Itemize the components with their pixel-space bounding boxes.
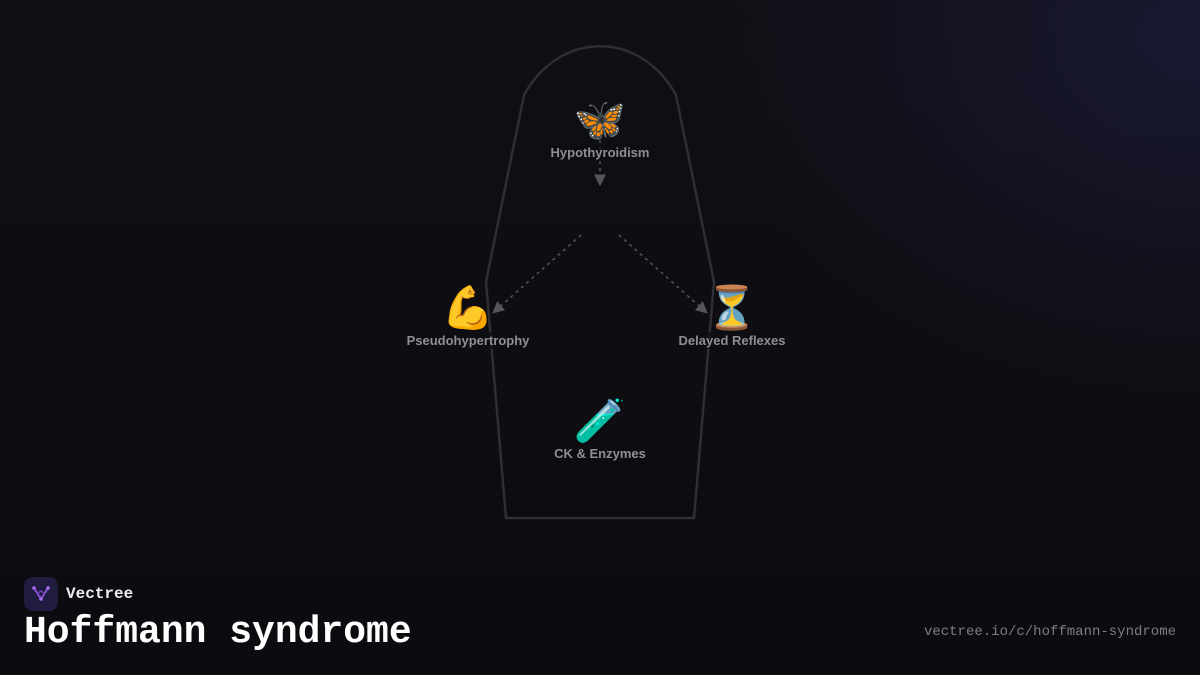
body-outline [484, 45, 716, 520]
brand-name: Vectree [66, 585, 134, 603]
flexed-biceps-icon: 💪 [441, 284, 495, 331]
node-pseudohypertrophy[interactable]: 💪 Pseudohypertrophy [402, 284, 534, 349]
node-hypothyroidism[interactable]: 🦋 Hypothyroidism [546, 96, 654, 161]
butterfly-icon: 🦋 [573, 96, 627, 143]
brand[interactable]: Vectree [24, 577, 133, 611]
vectree-logo-icon [24, 577, 58, 611]
node-label: Delayed Reflexes [674, 332, 790, 349]
node-delayed-reflexes[interactable]: ⏳ Delayed Reflexes [674, 284, 790, 349]
hourglass-icon: ⏳ [705, 284, 759, 331]
edge-to-delayed-reflexes [618, 234, 708, 314]
node-ck-enzymes[interactable]: 🧪 CK & Enzymes [550, 397, 650, 462]
node-label: CK & Enzymes [550, 445, 650, 462]
node-label: Hypothyroidism [546, 144, 654, 161]
node-label: Pseudohypertrophy [402, 332, 534, 349]
edge-to-pseudohypertrophy [492, 234, 582, 314]
source-url[interactable]: vectree.io/c/hoffmann-syndrome [923, 624, 1176, 640]
page-title: Hoffmann syndrome [24, 611, 412, 654]
test-tube-icon: 🧪 [573, 397, 627, 444]
